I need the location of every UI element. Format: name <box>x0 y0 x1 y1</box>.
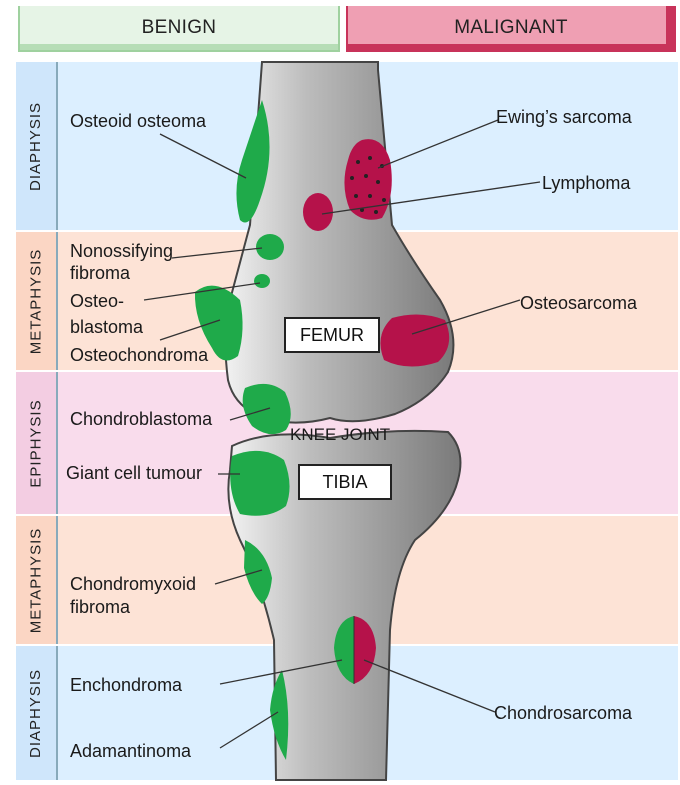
label-ewings-sarcoma: Ewing’s sarcoma <box>496 107 632 127</box>
ewings-sarcoma-dots <box>350 156 386 214</box>
label-nonossifying-fibroma-2: fibroma <box>70 263 131 283</box>
lymphoma-lesion <box>303 193 333 231</box>
label-chondromyxoid-1: Chondromyxoid <box>70 574 197 594</box>
label-chondroblastoma: Chondroblastoma <box>70 409 213 429</box>
osteoid-osteoma-lesion <box>236 100 270 223</box>
label-osteoblastoma-2: blastoma <box>70 317 144 337</box>
osteochondroma-lesion <box>194 285 243 361</box>
label-adamantinoma: Adamantinoma <box>70 741 192 761</box>
femur-box: FEMUR <box>284 317 380 353</box>
osteoblastoma-lesion <box>254 274 270 288</box>
zone-label-metaphysis-upper: METAPHYSIS <box>16 232 58 370</box>
zone-label-epiphysis: EPIPHYSIS <box>16 372 58 514</box>
enchondroma-lesion <box>334 616 354 684</box>
chondrosarcoma-lesion <box>354 616 376 684</box>
zone-label-diaphysis-upper: DIAPHYSIS <box>16 62 58 230</box>
giant-cell-tumour-lesion <box>230 450 290 516</box>
label-osteosarcoma: Osteosarcoma <box>520 293 638 313</box>
zone-label-metaphysis-lower: METAPHYSIS <box>16 516 58 644</box>
benign-header: BENIGN <box>18 6 340 52</box>
knee-joint-label: KNEE JOINT <box>290 425 391 444</box>
leader-lines <box>143 119 541 749</box>
label-nonossifying-fibroma-1: Nonossifying <box>70 241 174 261</box>
tibia-box: TIBIA <box>298 464 392 500</box>
malignant-header: MALIGNANT <box>346 6 676 52</box>
nonossifying-fibroma-lesion <box>256 234 284 260</box>
label-lymphoma: Lymphoma <box>542 173 631 193</box>
zone-label-diaphysis-lower: DIAPHYSIS <box>16 646 58 780</box>
label-osteochondroma: Osteochondroma <box>70 345 209 365</box>
label-osteoblastoma-1: Osteo- <box>70 291 125 311</box>
adamantinoma-lesion <box>270 670 289 760</box>
chondromyxoid-fibroma-lesion <box>244 540 272 604</box>
osteosarcoma-lesion <box>380 314 450 367</box>
label-chondromyxoid-2: fibroma <box>70 597 131 617</box>
ewings-sarcoma-lesion <box>344 139 392 220</box>
label-enchondroma: Enchondroma <box>70 675 183 695</box>
label-chondrosarcoma: Chondrosarcoma <box>494 703 633 723</box>
label-osteoid-osteoma: Osteoid osteoma <box>70 111 207 131</box>
label-giant-cell-tumour: Giant cell tumour <box>66 463 203 483</box>
